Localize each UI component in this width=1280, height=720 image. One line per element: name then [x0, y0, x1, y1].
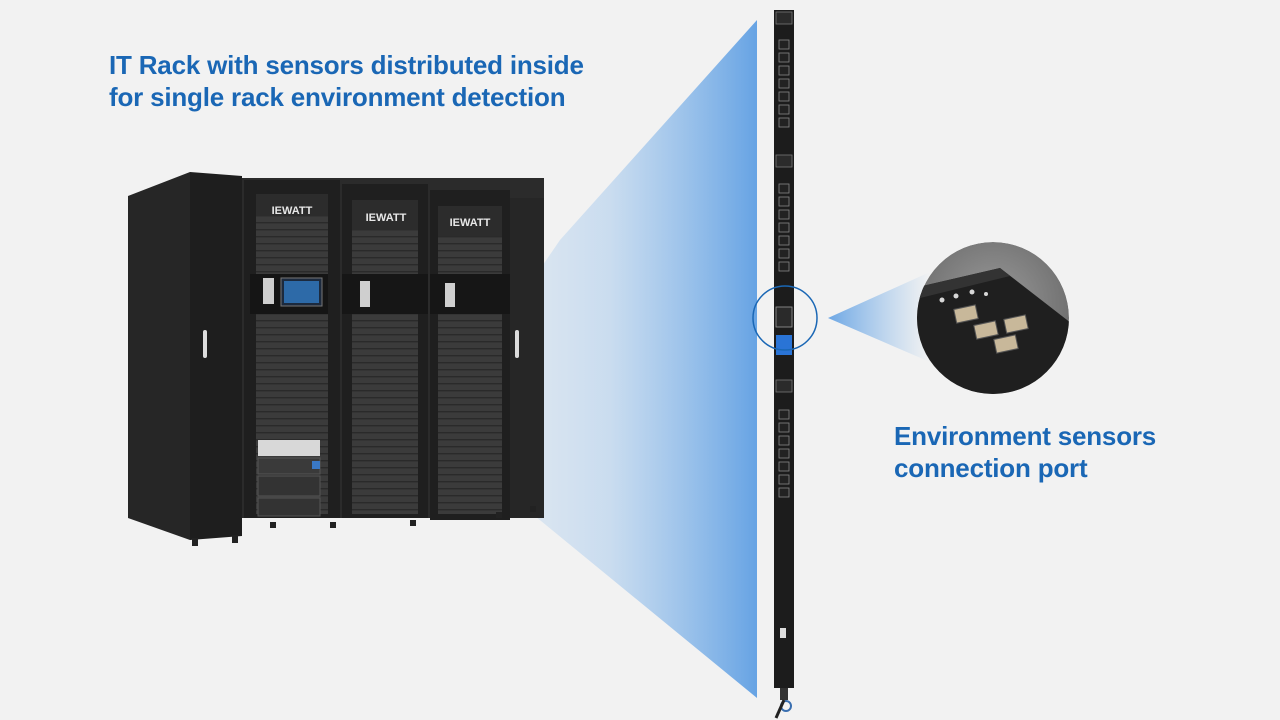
- cabinet-door-3: [430, 190, 510, 520]
- port-caption-line-1: Environment sensors: [894, 421, 1157, 451]
- rack-logo-3: IEWATT: [450, 217, 491, 229]
- port-caption-line-2: connection port: [894, 453, 1088, 483]
- rack-caption-line-2: for single rack environment detection: [109, 82, 566, 112]
- port-zoom-view: [917, 242, 1069, 394]
- it-rack: IEWATT IEWATT IEWATT: [128, 172, 544, 546]
- pdu-strip: [774, 10, 794, 719]
- rack-logo-1: IEWATT: [272, 205, 313, 217]
- cabinet-door-1: [244, 180, 340, 518]
- rack-logo-2: IEWATT: [366, 212, 407, 224]
- power-cord-icon: [774, 688, 792, 719]
- magnifier-callout-icon: [752, 285, 818, 351]
- rack-caption: IT Rack with sensors distributed inside …: [109, 49, 584, 113]
- rj45-port-icon: [953, 304, 1029, 354]
- beam-large: [430, 20, 757, 698]
- cabinet-door-2: [342, 184, 428, 518]
- beam-small: [828, 272, 930, 362]
- rack-caption-line-1: IT Rack with sensors distributed inside: [109, 50, 584, 80]
- port-caption: Environment sensors connection port: [894, 420, 1156, 484]
- lcd-display-icon: [776, 335, 792, 355]
